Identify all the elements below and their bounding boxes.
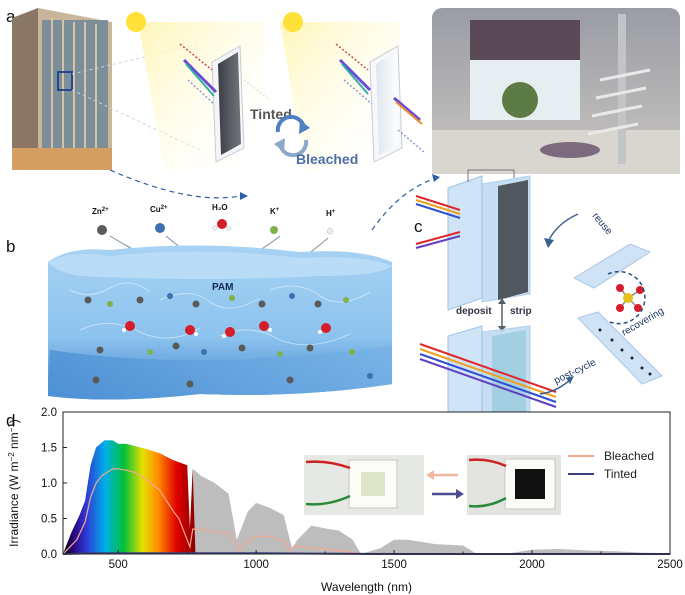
x-tick-label: 2000 — [519, 559, 545, 571]
ion-k-symbol: K — [270, 207, 276, 216]
x-tick-label: 1000 — [243, 559, 269, 571]
building-illustration — [12, 8, 201, 170]
switch-arrows-icon — [274, 114, 310, 158]
dashed-arrow-to-room — [371, 177, 437, 231]
sulfate-molecule-icon — [616, 284, 644, 312]
panel-a: a — [6, 7, 680, 231]
y-axis-title: Irradiance (W m−2 nm−1) — [7, 419, 21, 547]
inset-photo-bleached — [304, 455, 424, 515]
gel-particles — [84, 293, 373, 388]
panel-label-a: a — [6, 7, 16, 26]
reuse-arrow — [547, 213, 579, 243]
ion-h-marker — [326, 227, 334, 235]
panel-b: b Zn2+ Cu2+ H₂O K+ H+ — [6, 203, 392, 400]
reuse-plate — [572, 243, 652, 289]
ion-cu-charge: 2+ — [161, 205, 168, 211]
x-tick-label: 2500 — [657, 559, 683, 571]
device-cell-top — [415, 169, 531, 311]
ion-zn: Zn2+ — [92, 207, 109, 216]
tinted-label: Tinted — [250, 106, 292, 122]
ion-k-marker — [270, 226, 278, 234]
solar-spectrum-area — [63, 440, 670, 554]
panel-label-b: b — [6, 237, 15, 256]
panel-label-d: d — [6, 411, 15, 430]
ion-cu: Cu2+ — [150, 205, 168, 214]
panel-c: c deposit strip — [414, 169, 666, 447]
series-line-bleached — [62, 468, 670, 555]
panel-d: d 0.0 0.5 1.0 1.5 2.0 500 1000 1500 2000 2500Wave… — [6, 407, 683, 594]
inset-photo-tinted — [467, 455, 561, 515]
bleach-tint-arrows — [426, 470, 464, 499]
dashed-arrow-to-gel — [109, 169, 241, 199]
ion-cu-marker — [155, 223, 165, 233]
bleached-label: Bleached — [296, 151, 358, 167]
ion-h-symbol: H — [326, 209, 332, 218]
ion-h: H+ — [326, 209, 336, 218]
post-cycle-label: post-cycle — [552, 357, 598, 387]
ion-k: K+ — [270, 207, 280, 216]
reuse-label: reuse — [590, 211, 615, 238]
window-highlight-box — [57, 71, 73, 91]
recovering-cycle-arrow — [607, 270, 646, 325]
ion-water: H₂O — [212, 203, 228, 212]
legend-label-tinted: Tinted — [604, 467, 637, 481]
sun-icon — [126, 12, 146, 32]
sunlight-beam-tinted — [138, 22, 265, 170]
ion-zn-symbol: Zn — [92, 207, 102, 216]
tinted-window — [179, 43, 271, 163]
ion-h-charge: + — [332, 209, 336, 215]
post-cycle-plate — [577, 311, 663, 385]
post-cycle-arrow — [539, 379, 571, 395]
ion-cu-symbol: Cu — [150, 205, 161, 214]
y-tick-label: 1.0 — [41, 478, 57, 490]
bleached-window — [335, 43, 425, 163]
legend-label-bleached: Bleached — [604, 449, 654, 463]
y-tick-label: 0.5 — [41, 514, 57, 526]
room-photo — [432, 8, 680, 174]
water-molecule-marker — [217, 219, 227, 229]
y-tick-label: 1.5 — [41, 443, 57, 455]
visible-spectrum-area — [63, 440, 196, 554]
irradiance-chart: 0.0 0.5 1.0 1.5 2.0 500 1000 1500 2000 2500Wavele… — [7, 407, 683, 594]
ion-k-charge: + — [276, 207, 280, 213]
y-tick-label: 0.0 — [41, 549, 57, 561]
deposit-label: deposit — [456, 306, 492, 317]
sun-icon-2 — [283, 12, 303, 32]
gel-label: PAM — [212, 282, 233, 293]
ion-zn-charge: 2+ — [102, 207, 109, 213]
hydrogel-block: PAM — [48, 245, 392, 400]
y-tick-label: 2.0 — [41, 407, 57, 419]
x-tick-label: 500 — [109, 559, 128, 571]
chart-legend: Bleached Tinted — [568, 449, 654, 481]
panel-label-c: c — [414, 217, 423, 236]
strip-label: strip — [510, 306, 532, 317]
x-tick-label: 1500 — [381, 559, 407, 571]
sunlight-beam-bleached — [280, 22, 400, 170]
x-axis-title: Wavelength (nm) — [321, 580, 412, 594]
ion-zn-marker — [97, 225, 107, 235]
